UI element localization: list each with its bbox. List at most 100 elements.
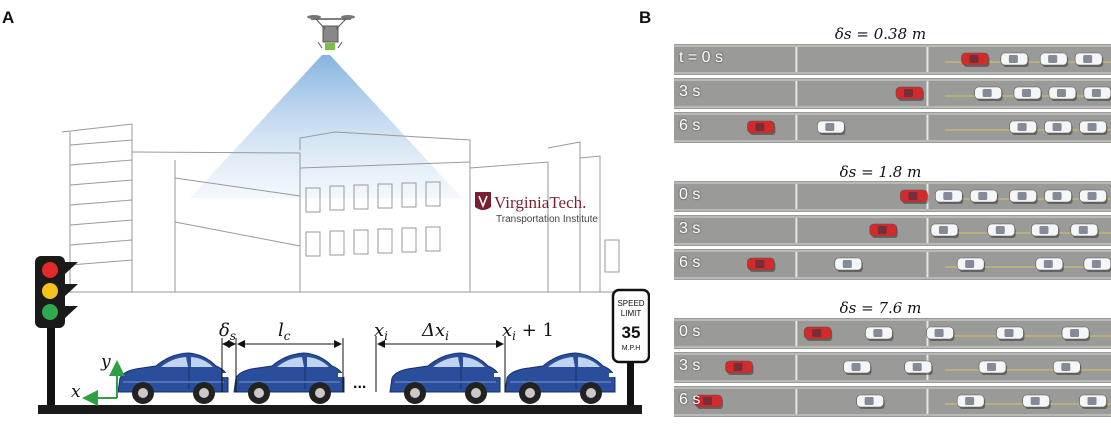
frame-strip: 6 s xyxy=(674,112,1111,143)
axis-y-label: y xyxy=(100,352,111,372)
white-car xyxy=(904,360,933,375)
white-car xyxy=(1035,257,1064,272)
aerial-frame-image xyxy=(674,249,1111,280)
road-ground xyxy=(38,405,642,414)
panel-a-schematic: A xyxy=(2,8,651,414)
car-2 xyxy=(233,352,345,405)
time-label: 3 s xyxy=(679,357,701,374)
white-car xyxy=(987,223,1016,238)
white-car xyxy=(1079,394,1108,409)
label-ellipsis: ... xyxy=(353,375,366,392)
red-car xyxy=(694,394,723,409)
building-sketch xyxy=(60,123,620,293)
label-x-i: xi xyxy=(374,320,388,343)
car-3 xyxy=(389,352,501,405)
group-title: δs = 0.38 m xyxy=(834,25,927,43)
speed-sign-line1: SPEED xyxy=(617,299,644,308)
white-car xyxy=(930,223,959,238)
aerial-frame-image xyxy=(674,352,1111,383)
speed-sign-line2: LIMIT xyxy=(621,309,642,318)
panel-b-aerial-frames: B δs = 0.38 m t = 0 s 3 s 6 s δs = 1.8 m… xyxy=(639,0,1111,424)
red-car xyxy=(747,257,776,272)
drone-view-cone xyxy=(190,55,462,198)
red-car xyxy=(803,326,833,341)
frame-strip: 6 s xyxy=(674,386,1111,417)
frame-strip: 3 s xyxy=(674,78,1111,109)
white-car xyxy=(978,360,1008,375)
aerial-frame-image xyxy=(674,44,1111,75)
speed-sign-unit: M.P.H xyxy=(622,345,641,352)
white-car xyxy=(1052,360,1082,375)
label-delta-s: δs xyxy=(219,320,236,343)
white-car xyxy=(969,189,999,204)
time-label: 0 s xyxy=(679,323,701,340)
frame-strip: t = 0 s xyxy=(674,44,1111,75)
time-label: 6 s xyxy=(679,254,701,271)
frame-strip: 0 s xyxy=(674,181,1111,212)
white-car xyxy=(1013,86,1042,101)
time-label: 3 s xyxy=(679,220,701,237)
white-car xyxy=(1009,120,1038,135)
panel-letter-a: A xyxy=(2,8,15,27)
label-l-c: lc xyxy=(278,320,291,343)
white-car xyxy=(1061,326,1091,341)
aerial-frame-image xyxy=(674,386,1111,417)
aerial-frame-image xyxy=(674,112,1111,143)
red-car xyxy=(900,189,929,204)
dimension-markers xyxy=(221,336,506,392)
white-car xyxy=(1022,394,1051,409)
white-car xyxy=(1009,189,1038,204)
white-car xyxy=(926,326,955,341)
coordinate-axes: y x xyxy=(71,352,125,406)
red-car xyxy=(725,360,754,375)
group-title: δs = 7.6 m xyxy=(839,299,922,317)
white-car xyxy=(1031,223,1060,238)
label-delta-x-i: Δxi xyxy=(421,320,449,343)
white-car xyxy=(856,394,885,409)
white-car xyxy=(956,257,986,272)
aerial-frame-image xyxy=(674,181,1111,212)
white-car xyxy=(1048,86,1077,101)
white-car xyxy=(1074,52,1104,67)
frame-strip: 3 s xyxy=(674,352,1111,383)
drone-icon xyxy=(307,15,355,50)
white-car xyxy=(817,120,846,135)
axis-x-label: x xyxy=(71,382,81,402)
time-label: 0 s xyxy=(679,186,701,203)
frame-strip: 0 s xyxy=(674,318,1111,349)
speed-limit-sign: SPEED LIMIT 35 M.P.H xyxy=(611,288,651,407)
time-label: 3 s xyxy=(679,83,701,100)
white-car xyxy=(843,360,872,375)
frame-strip: 3 s xyxy=(674,215,1111,246)
aerial-frame-image xyxy=(674,215,1111,246)
logo-sub-text: Transportation Institute xyxy=(496,214,598,225)
car-4 xyxy=(504,352,616,405)
label-x-i-plus-1: xi + 1 xyxy=(502,320,554,343)
panel-letter-b: B xyxy=(639,8,652,27)
time-label: 6 s xyxy=(679,117,701,134)
red-car xyxy=(869,223,898,238)
white-car xyxy=(1044,120,1073,135)
car-1 xyxy=(117,352,229,405)
white-car xyxy=(1083,257,1111,272)
white-car xyxy=(865,326,894,341)
white-car xyxy=(1083,86,1111,101)
white-car xyxy=(834,257,863,272)
white-car xyxy=(1044,189,1073,204)
red-car xyxy=(961,52,990,67)
white-car xyxy=(1079,120,1108,135)
white-car xyxy=(1000,52,1029,67)
virginia-tech-logo: VirginiaTech. Transportation Institute xyxy=(475,192,598,225)
speed-sign-value: 35 xyxy=(622,323,641,342)
traffic-light-icon xyxy=(35,256,78,406)
white-car xyxy=(996,326,1025,341)
red-car xyxy=(747,120,776,135)
white-car xyxy=(974,86,1003,101)
white-car xyxy=(935,189,964,204)
aerial-frame-image xyxy=(674,318,1111,349)
group-title: δs = 1.8 m xyxy=(839,163,922,181)
frame-strip: 6 s xyxy=(674,249,1111,280)
white-car xyxy=(1070,223,1099,238)
red-car xyxy=(895,86,924,101)
schematic-drawing: VirginiaTech. Transportation Institute S… xyxy=(35,15,651,414)
